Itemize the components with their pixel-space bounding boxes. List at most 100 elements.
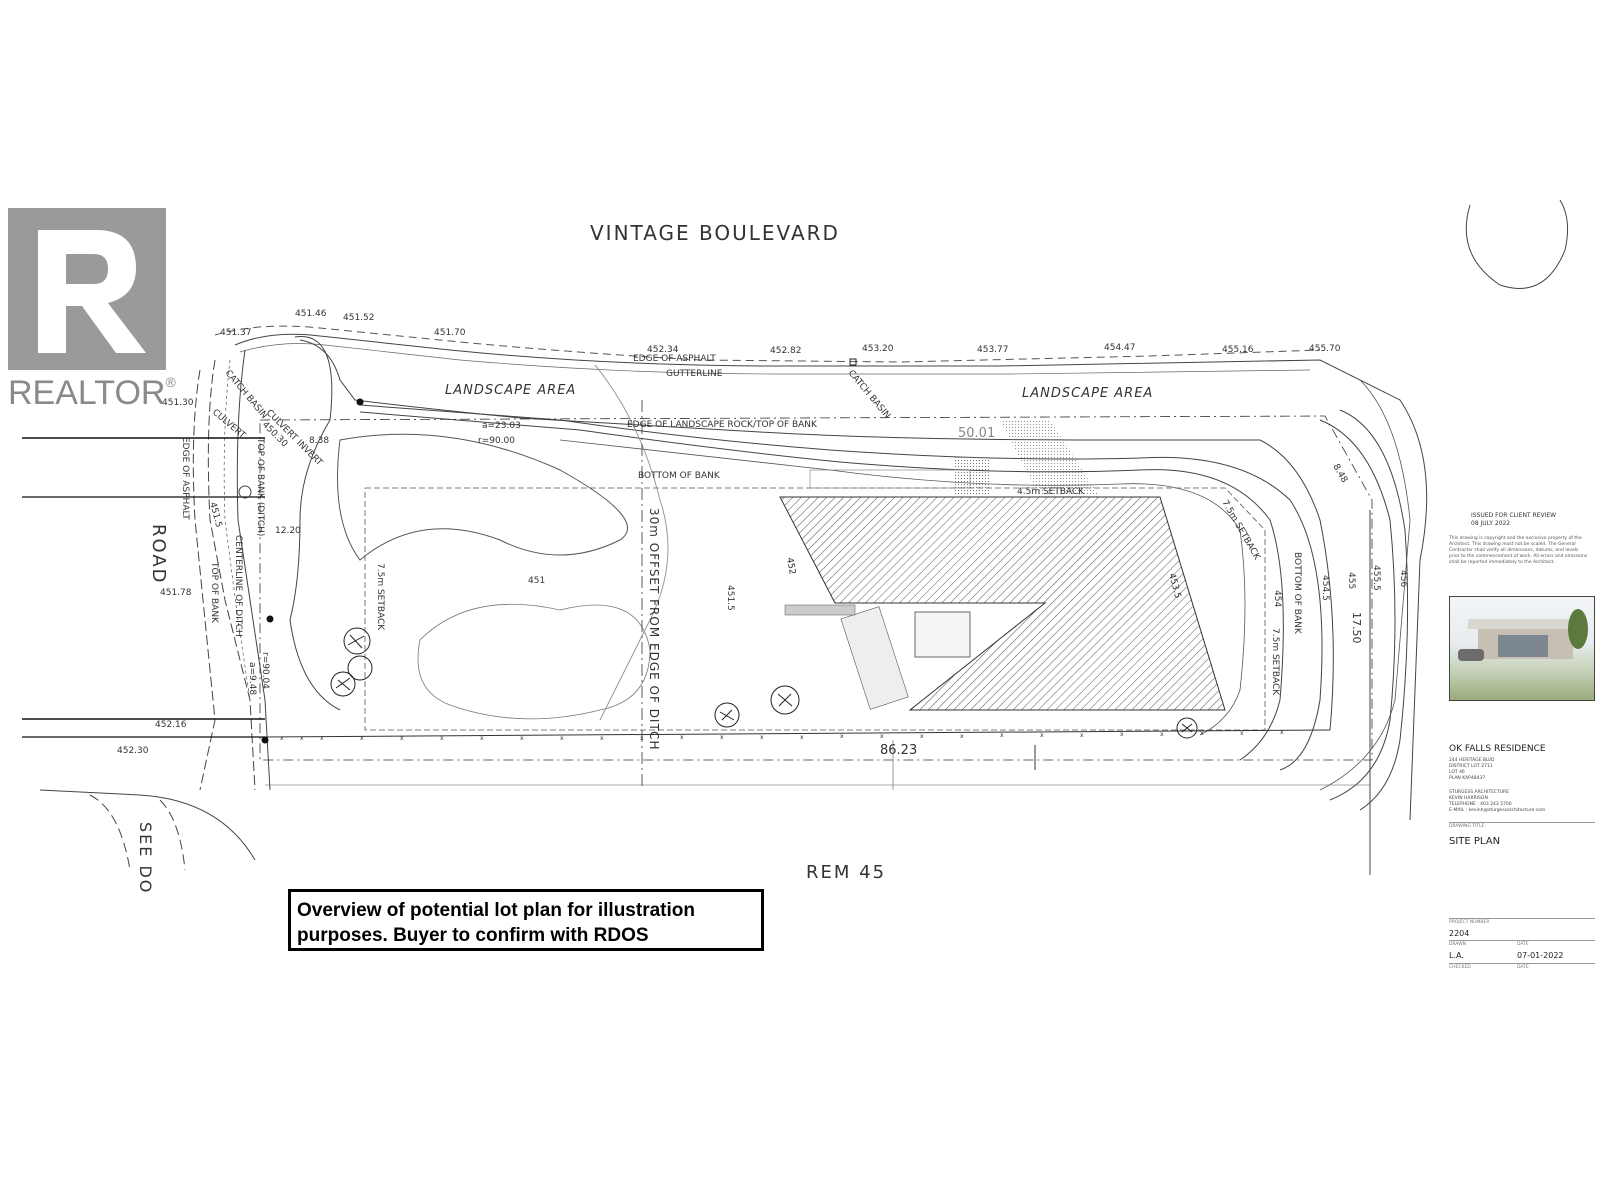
edge-of-asphalt-label: EDGE OF ASPHALT [180,437,190,520]
svg-text:x: x [920,733,924,740]
svg-text:x: x [720,734,724,741]
street-name-label: VINTAGE BOULEVARD [590,221,840,245]
road-label: ROAD [148,524,169,585]
svg-text:x: x [1240,730,1244,737]
setback-label: 7.5m SETBACK [1219,499,1262,563]
issued-date: 08 JULY 2022 [1471,520,1511,527]
ditch-line-1 [207,359,256,791]
top-of-bank-label: TOP OF BANK [209,561,219,624]
project-number-label: PROJECT NUMBER [1449,920,1490,925]
elevation-top: 453.77 [977,345,1009,355]
dimension-label: a=23.03 [482,421,521,431]
septic-field-outline-1 [337,433,628,561]
deck-area [914,611,971,658]
grey-curve [594,364,669,721]
elevation-top: 452.82 [770,346,802,356]
svg-text:x: x [440,735,444,742]
path-strip [784,604,856,616]
contour-label: 454.5 [1320,575,1330,601]
disclaimer-note: Overview of potential lot plan for illus… [288,889,764,951]
checked-date-label: DATE [1517,965,1529,970]
elevation-top: 455.16 [1222,345,1254,355]
address-line: PLAN KAP48437 [1449,776,1486,781]
svg-text:x: x [480,735,484,742]
edge-landscape-rock-label: EDGE OF LANDSCAPE ROCK/TOP OF BANK [627,420,818,430]
contour-label: 454 [1272,590,1282,607]
elevation-top: 451.37 [220,328,252,338]
contour-label: 451 [528,576,545,586]
elevation-left: 452.30 [117,746,149,756]
catch-basin-label: CATCH BASIN [846,369,892,421]
svg-text:x: x [1000,732,1004,739]
ditch-line-2 [236,349,271,791]
edge-of-asphalt-label: EDGE OF ASPHALT [633,354,716,364]
south-road-curve [39,789,256,861]
elevation-top: 455.70 [1309,344,1341,354]
architect-info: STURGESS ARCHITECTURE KEVIN HARRISON TEL… [1449,790,1545,814]
parcel-label: REM 45 [806,862,886,883]
address-line: DISTRICT LOT 2711 [1449,764,1493,769]
checked-label: CHECKED [1449,965,1471,970]
realtor-wordmark: REALTOR [8,374,166,412]
elevation-top: 453.20 [862,344,894,354]
elevation-top: 451.46 [295,309,327,319]
svg-text:x: x [680,734,684,741]
address-line: 244 HERITAGE BLVD [1449,758,1495,763]
issued-label: ISSUED FOR CLIENT REVIEW [1471,512,1557,519]
house-rendering-image [1449,596,1595,701]
svg-text:x: x [1040,732,1044,739]
realtor-logo: REALTOR® [8,208,183,413]
svg-text:x: x [280,735,284,742]
address-line: LOT 46 [1449,770,1465,775]
house-footprint [779,496,1226,711]
bank-line-4 [1319,419,1396,801]
offset-30m-label: 30m OFFSET FROM EDGE OF DITCH [647,508,661,751]
architect-line: TELEPHONE : 403 243 5700 [1449,802,1512,807]
svg-text:x: x [360,735,364,742]
svg-text:x: x [960,733,964,740]
project-number: 2204 [1449,929,1470,938]
survey-point-1 [356,398,364,406]
copyright-text: This drawing is copyright and the exclus… [1449,536,1588,565]
svg-text:x: x [880,733,884,740]
east-contour-line [1319,379,1411,791]
svg-text:x: x [640,735,644,742]
svg-text:x: x [1120,731,1124,738]
elevation-left: 451.30 [162,398,194,408]
contour-label: 456 [1398,570,1408,587]
drawn-label: DRAWN [1449,942,1467,947]
north-arrow-circle [1465,199,1569,289]
architect-line: E-MAIL : kevinh@sturgessarchitecture.com [1449,808,1546,813]
svg-text:x: x [1160,731,1164,738]
date-label: DATE [1517,942,1529,947]
bottom-of-bank-label: BOTTOM OF BANK [638,471,721,481]
svg-text:x: x [760,734,764,741]
catch-basin-label: CATCH BASIN [223,369,269,421]
contour-label: 455 [1346,572,1356,589]
dimension-label: a=9.48 [247,662,257,695]
elevation-left: 452.16 [155,720,187,730]
bank-line-3 [559,439,1246,736]
drawing-title: SITE PLAN [1449,836,1501,847]
drawn-by: L.A. [1449,951,1464,960]
bank-line-2 [359,411,1284,761]
svg-text:x: x [840,733,844,740]
property-line [259,415,1373,761]
project-address: 244 HERITAGE BLVD DISTRICT LOT 2711 LOT … [1449,758,1495,782]
driveway-area [1000,420,1100,497]
dimension-label: 86.23 [880,743,917,758]
svg-text:x: x [320,735,324,742]
landscape-rock-line [299,339,1334,731]
setback-label: 4.5m SETBACK [1017,487,1085,497]
svg-text:x: x [800,734,804,741]
contour-label: 455.5 [1371,565,1381,591]
drawn-date: 07-01-2022 [1517,951,1564,960]
contour-label: 452 [784,557,797,576]
north-walk [809,469,971,489]
see-note-label: SEE DO [136,822,155,894]
dimension-label: 8.38 [309,436,329,446]
landscape-area-label: LANDSCAPE AREA [445,383,576,398]
bank-line-5 [1339,409,1409,811]
